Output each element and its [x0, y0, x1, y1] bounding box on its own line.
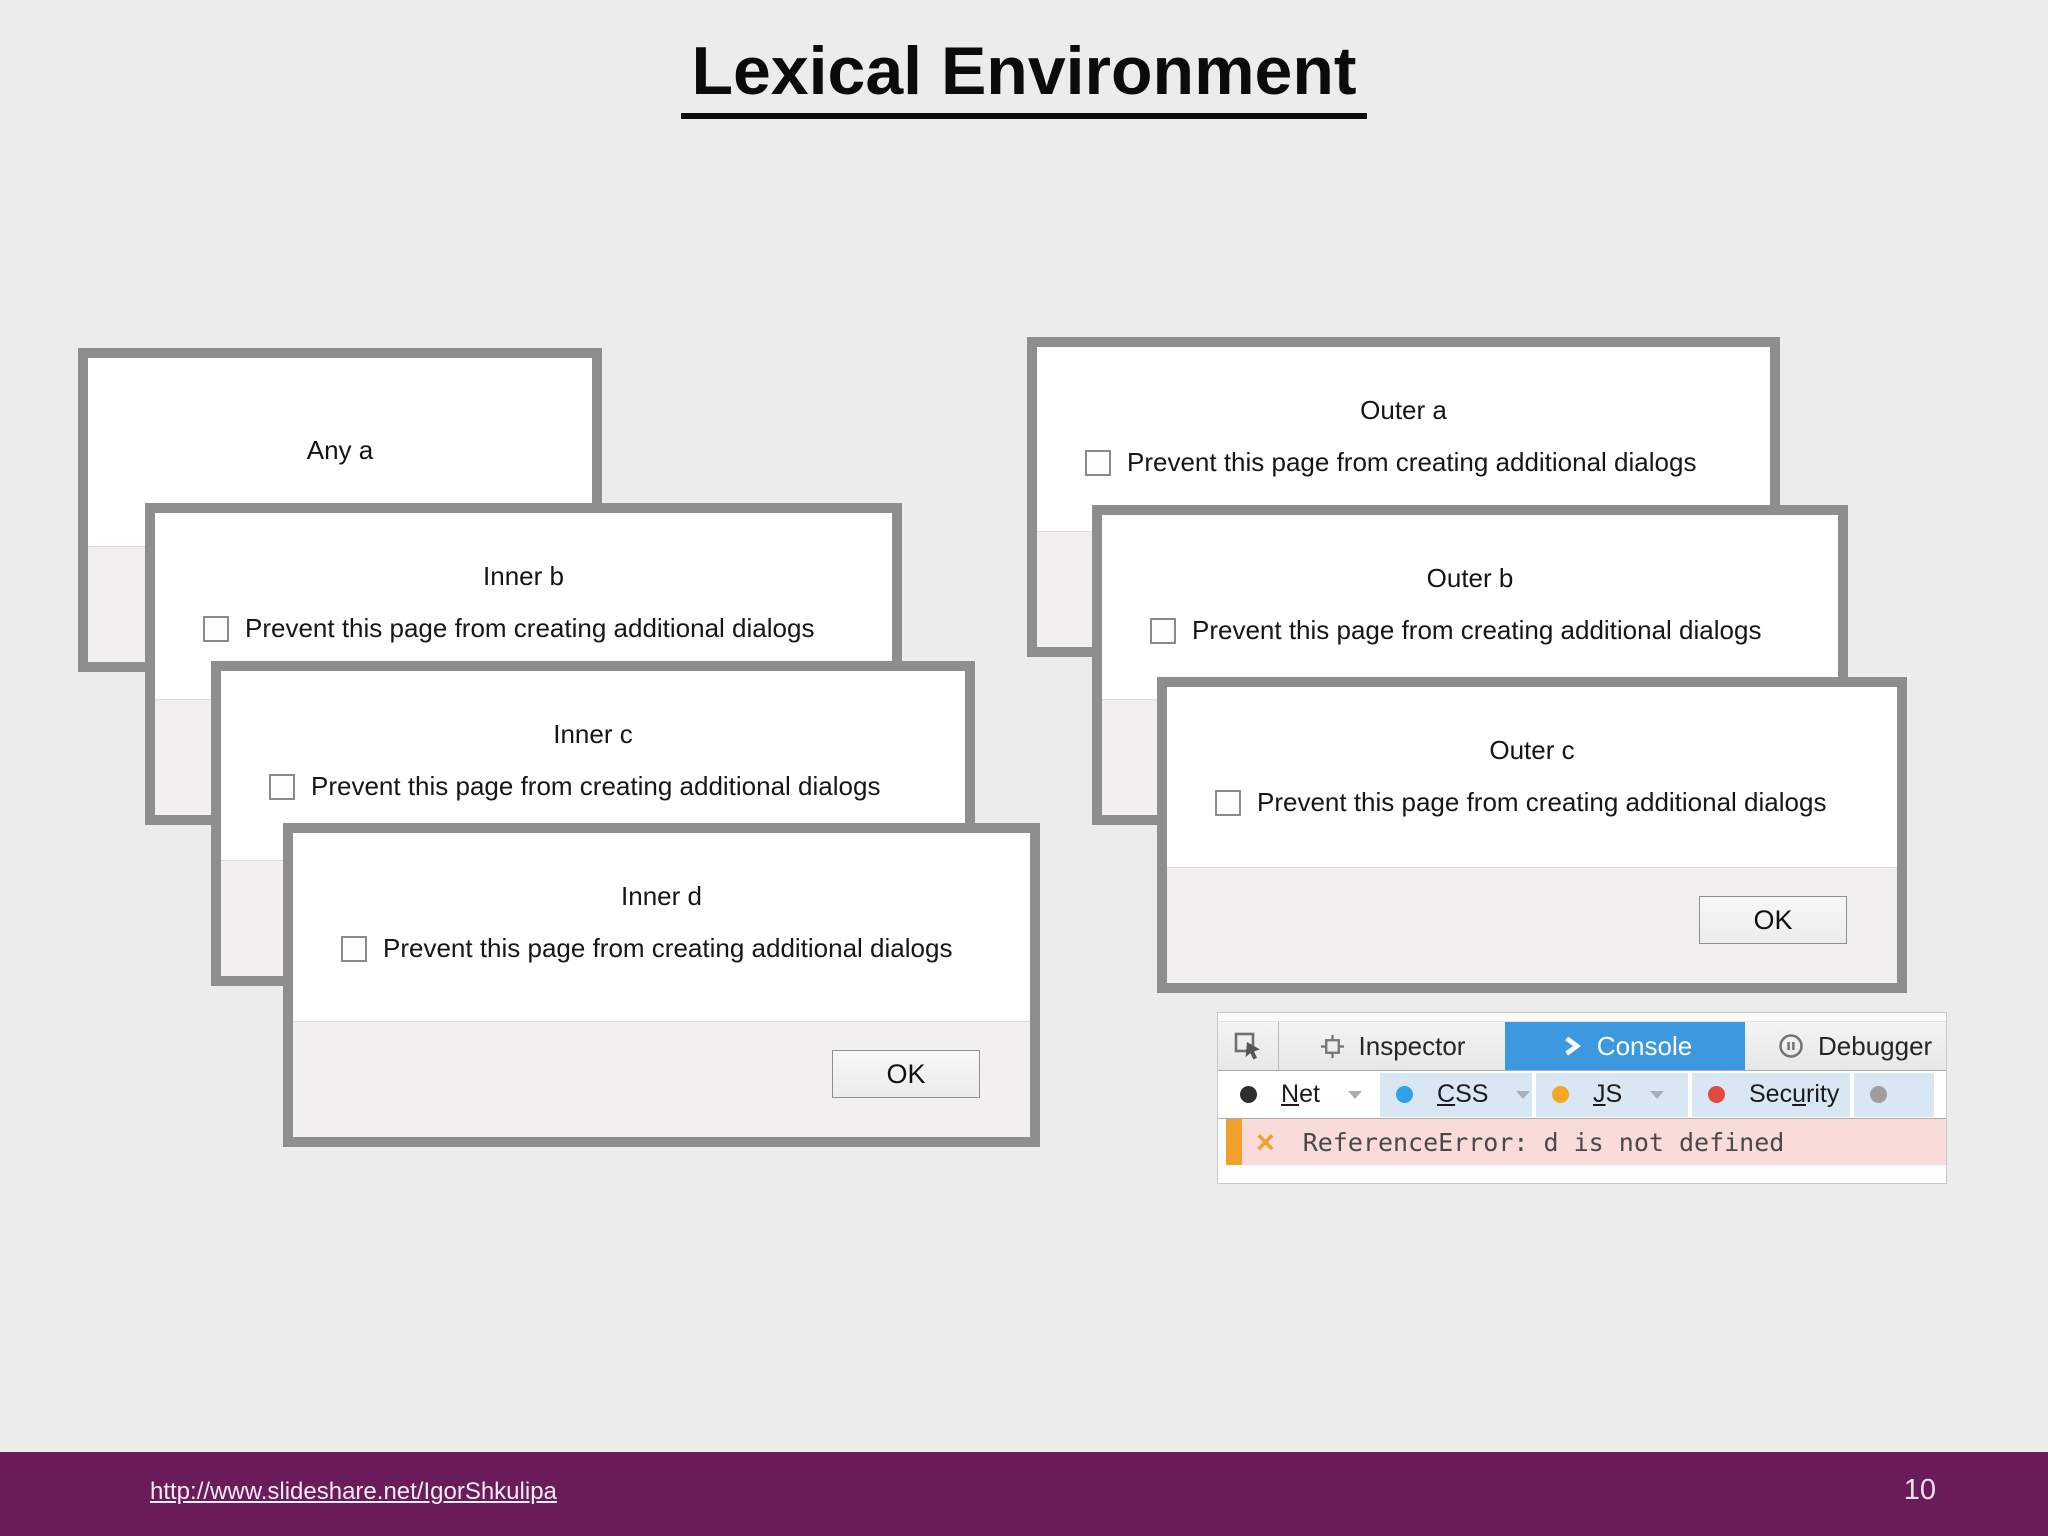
prevent-dialogs-row: Prevent this page from creating addition… — [1150, 615, 1838, 646]
toolbar-separator — [1278, 1022, 1279, 1070]
ok-button[interactable]: OK — [1699, 896, 1847, 944]
tab-inspector[interactable]: Inspector — [1279, 1022, 1505, 1070]
filter-label: Net — [1281, 1080, 1320, 1109]
checkbox-label: Prevent this page from creating addition… — [1192, 615, 1762, 645]
prevent-dialogs-checkbox[interactable] — [269, 773, 295, 800]
pick-element-button[interactable] — [1218, 1022, 1278, 1070]
prevent-dialogs-row: Prevent this page from creating addition… — [269, 771, 965, 802]
inspector-icon — [1320, 1034, 1344, 1058]
checkbox-label: Prevent this page from creating addition… — [1257, 787, 1827, 817]
checkbox-label: Prevent this page from creating addition… — [311, 771, 881, 801]
page-title: Lexical Environment — [681, 35, 1367, 120]
error-x-icon: × — [1256, 1124, 1275, 1160]
tab-label: Inspector — [1358, 1030, 1466, 1061]
devtools-panel: Inspector Console Debugger Net — [1217, 1012, 1947, 1184]
devtools-toolbar: Inspector Console Debugger — [1218, 1021, 1946, 1071]
prevent-dialogs-checkbox[interactable] — [1150, 617, 1176, 644]
filter-label: CSS — [1437, 1080, 1488, 1109]
prevent-dialogs-checkbox[interactable] — [203, 615, 229, 642]
checkbox-label: Prevent this page from creating addition… — [245, 613, 815, 643]
label-part: Sec — [1749, 1080, 1793, 1108]
label-accesskey: J — [1593, 1080, 1606, 1108]
chevron-down-icon[interactable] — [1516, 1090, 1531, 1099]
filter-security[interactable]: Security — [1692, 1072, 1882, 1117]
label-part: SS — [1455, 1080, 1489, 1108]
dialog-message: Outer c — [1489, 735, 1575, 765]
prevent-dialogs-row: Prevent this page from creating addition… — [1085, 447, 1770, 478]
prevent-dialogs-checkbox[interactable] — [1215, 789, 1241, 816]
title-area: Lexical Environment — [0, 35, 2048, 120]
label-part: et — [1299, 1080, 1320, 1108]
console-error-text: ReferenceError: d is not defined — [1302, 1127, 1785, 1157]
filter-label: Security — [1749, 1080, 1839, 1109]
console-empty-area — [1218, 1165, 1946, 1183]
chevron-down-icon[interactable] — [1347, 1090, 1362, 1099]
filter-js[interactable]: JS — [1536, 1072, 1688, 1117]
devtools-top-strip — [1218, 1013, 1946, 1021]
filter-net[interactable]: Net — [1224, 1073, 1376, 1117]
console-chevron-icon — [1565, 1036, 1581, 1056]
label-part: S — [1605, 1080, 1623, 1108]
label-accesskey: N — [1281, 1080, 1300, 1108]
tab-label: Debugger — [1818, 1030, 1933, 1061]
gray-dot-icon — [1870, 1086, 1887, 1103]
dialog-message: Outer a — [1360, 395, 1447, 425]
debugger-pause-icon — [1779, 1034, 1803, 1058]
net-dot-icon — [1240, 1086, 1257, 1103]
security-dot-icon — [1708, 1086, 1725, 1103]
label-accesskey: u — [1792, 1080, 1806, 1108]
checkbox-label: Prevent this page from creating addition… — [1127, 447, 1697, 477]
console-error-row: × ReferenceError: d is not defined — [1218, 1119, 1946, 1165]
footer-link[interactable]: http://www.slideshare.net/IgorShkulipa — [150, 1478, 557, 1505]
dialog-inner-d: Inner d Prevent this page from creating … — [283, 823, 1040, 1147]
slide-footer: http://www.slideshare.net/IgorShkulipa 1… — [0, 1452, 2048, 1536]
js-dot-icon — [1552, 1086, 1569, 1103]
dialog-message: Inner b — [483, 561, 564, 591]
label-part: rity — [1806, 1080, 1840, 1108]
tab-console[interactable]: Console — [1505, 1022, 1745, 1070]
dialog-message: Inner c — [553, 719, 633, 749]
pick-element-icon — [1234, 1032, 1260, 1060]
error-accent-bar — [1226, 1119, 1242, 1165]
checkbox-label: Prevent this page from creating addition… — [383, 933, 953, 963]
prevent-dialogs-row: Prevent this page from creating addition… — [341, 933, 1030, 964]
label-accesskey: C — [1437, 1080, 1456, 1108]
filter-css[interactable]: CSS — [1380, 1072, 1532, 1117]
chevron-down-icon[interactable] — [1650, 1090, 1665, 1099]
page-number: 10 — [1903, 1474, 1936, 1506]
css-dot-icon — [1396, 1086, 1413, 1103]
filter-label: JS — [1593, 1080, 1622, 1109]
prevent-dialogs-row: Prevent this page from creating addition… — [203, 613, 892, 644]
prevent-dialogs-row: Prevent this page from creating addition… — [1215, 787, 1897, 818]
error-message-body: × ReferenceError: d is not defined — [1242, 1119, 1946, 1165]
filter-clipped[interactable] — [1854, 1072, 1934, 1117]
dialog-message: Outer b — [1426, 563, 1514, 593]
dialog-outer-c: Outer c Prevent this page from creating … — [1157, 677, 1907, 993]
dialog-message: Any a — [306, 435, 374, 465]
tab-label: Console — [1596, 1030, 1693, 1061]
ok-button[interactable]: OK — [832, 1050, 980, 1098]
tab-debugger[interactable]: Debugger — [1745, 1022, 1946, 1070]
console-filter-bar: Net CSS JS Security — [1218, 1071, 1946, 1119]
dialog-footer: OK — [1167, 867, 1897, 983]
prevent-dialogs-checkbox[interactable] — [341, 935, 367, 962]
prevent-dialogs-checkbox[interactable] — [1085, 449, 1111, 476]
dialog-footer: OK — [293, 1021, 1030, 1137]
dialog-message: Inner d — [621, 881, 702, 911]
